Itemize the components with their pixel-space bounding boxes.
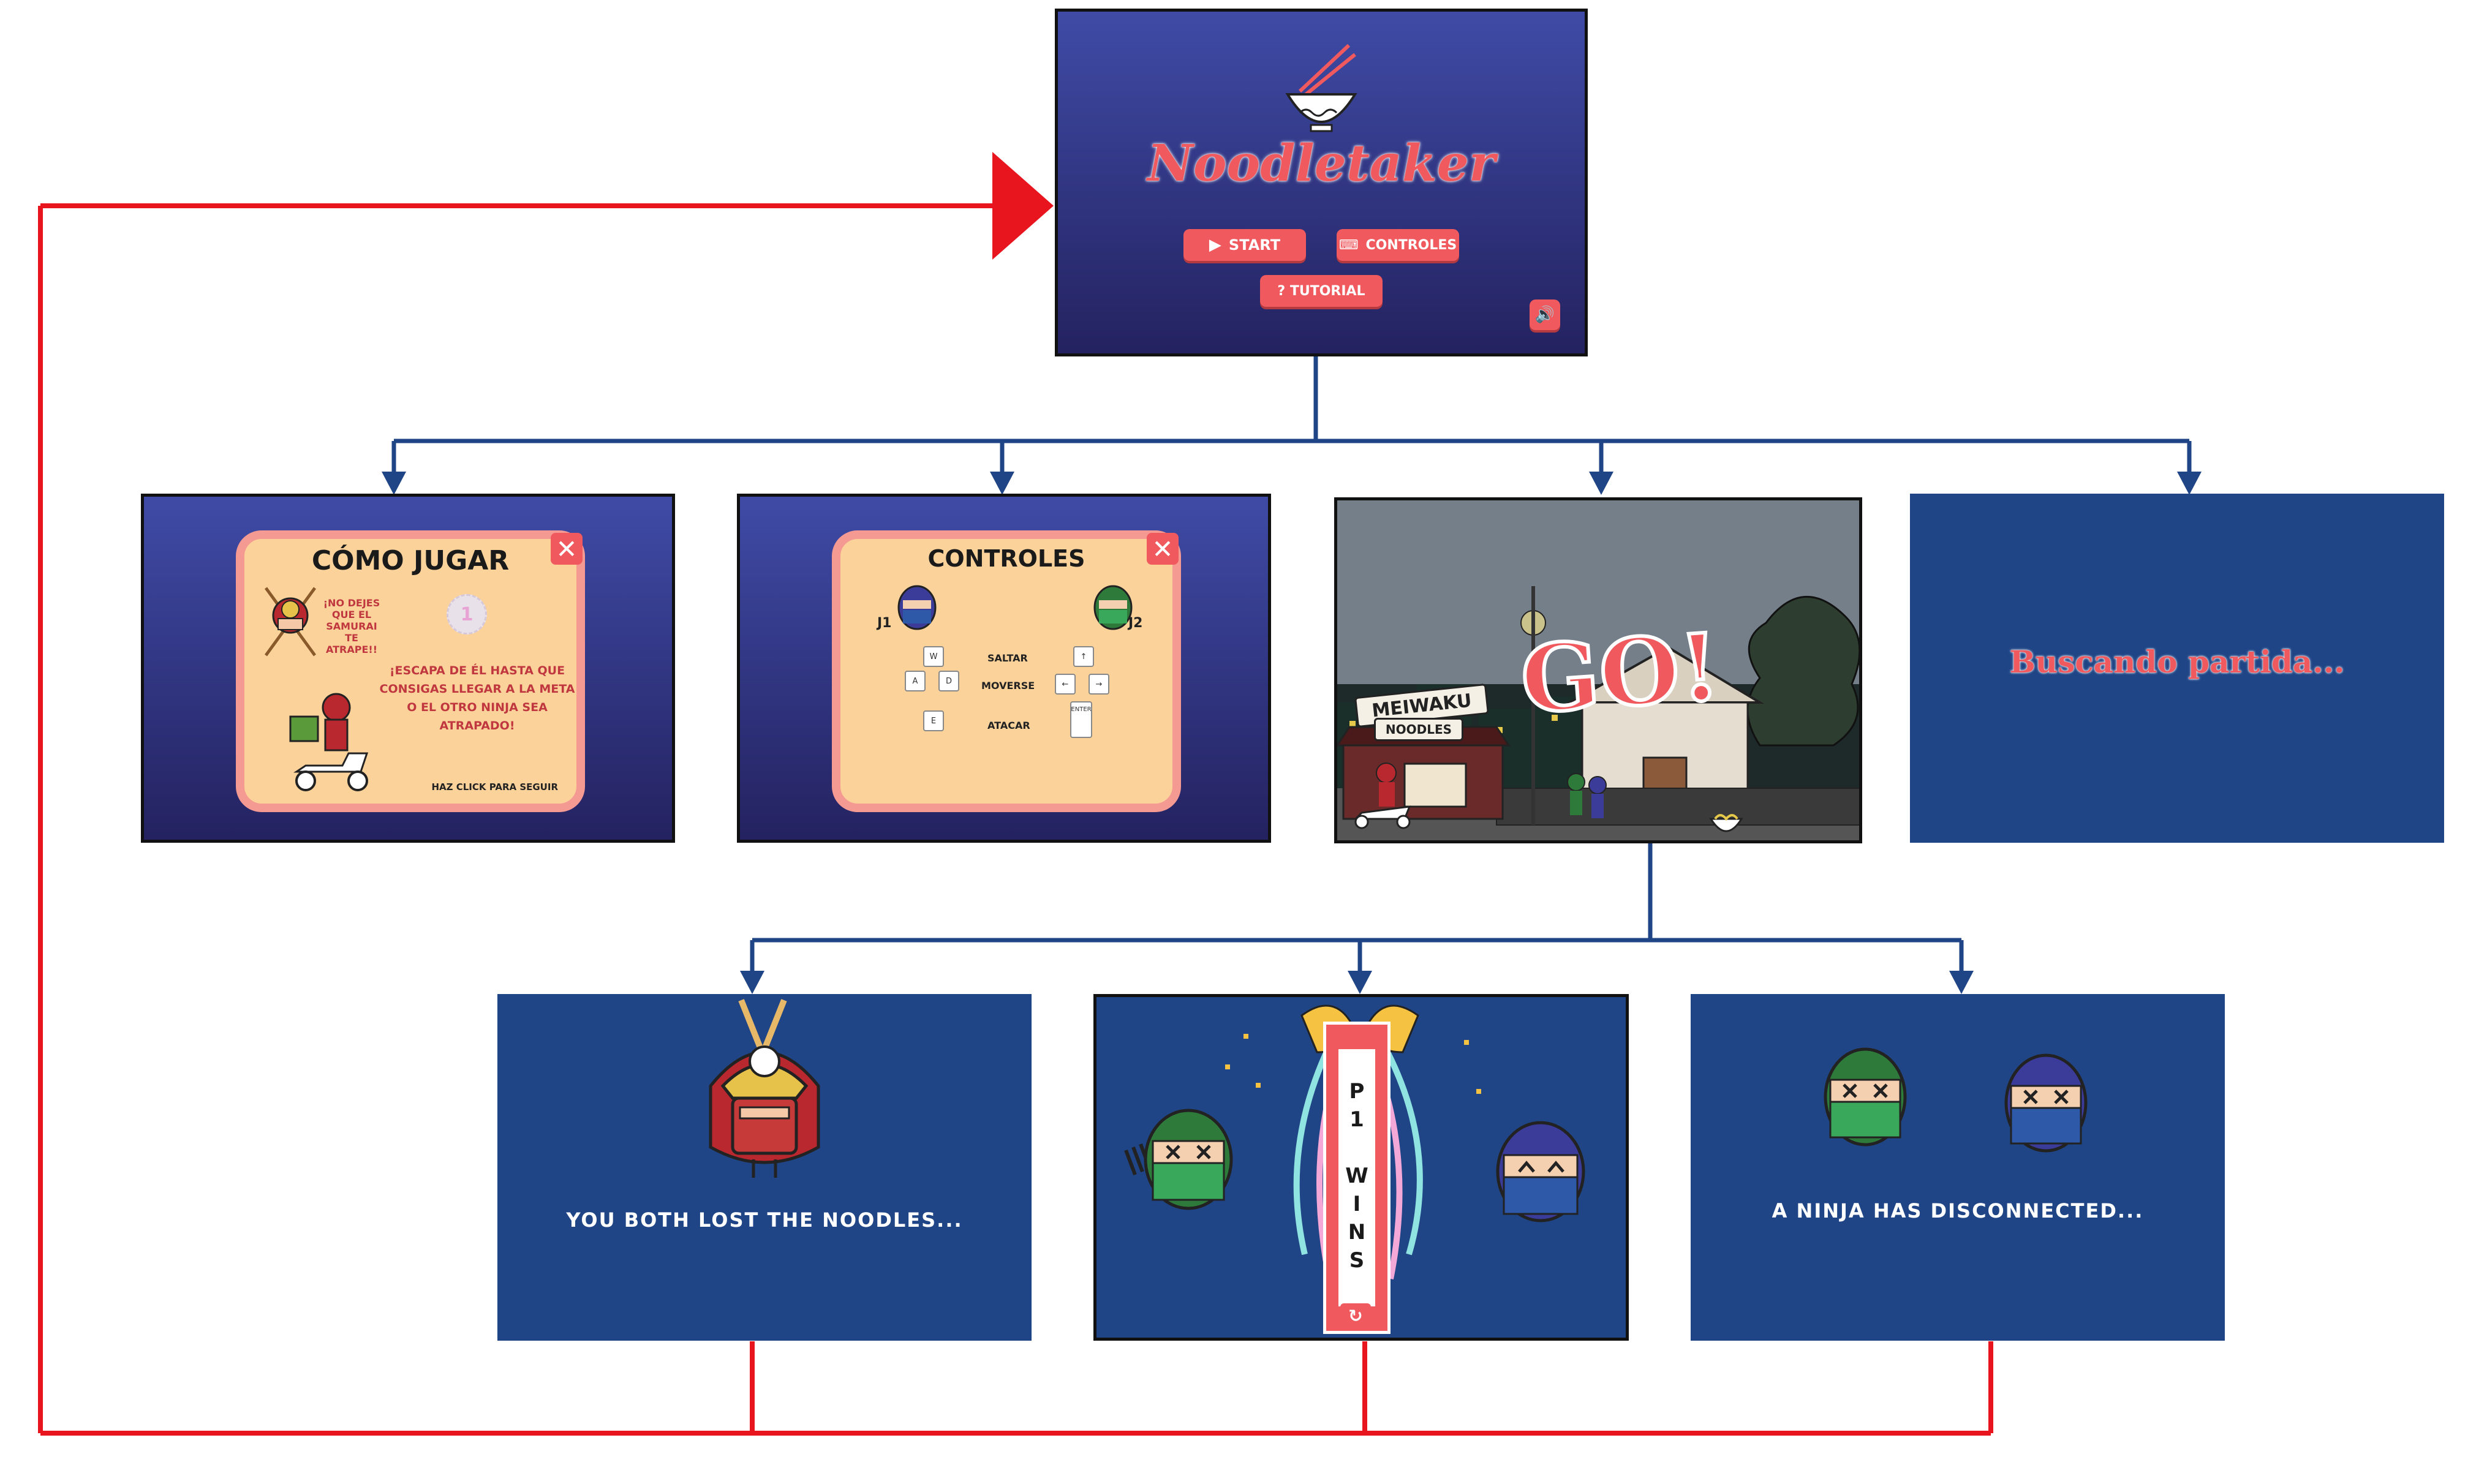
arrowhead-lost <box>740 971 764 994</box>
wins-text: P1 WINS <box>1345 1079 1369 1276</box>
key-e: E <box>923 710 944 731</box>
close-button[interactable]: ✕ <box>551 533 583 565</box>
arrowhead-controls <box>990 472 1014 495</box>
controls-screen: CONTROLES ✕ J1 J2 W A D E SALTAR MOVERSE… <box>737 494 1271 843</box>
page-badge: 1 <box>447 594 487 635</box>
arrowhead-howto <box>382 472 406 495</box>
samurai-icon <box>264 587 317 657</box>
key-right: → <box>1089 674 1109 695</box>
blue-ninja-icon <box>897 585 937 630</box>
move-label: MOVERSE <box>981 680 1035 691</box>
searching-screen: Buscando partida... <box>1910 494 2444 843</box>
key-a: A <box>905 671 926 691</box>
controls-panel: CONTROLES ✕ J1 J2 W A D E SALTAR MOVERSE… <box>832 530 1181 812</box>
samurai-scooter-icon <box>1353 763 1411 829</box>
blue-ninja-happy-icon <box>1496 1121 1585 1222</box>
key-left: ← <box>1055 674 1076 695</box>
jump-label: SALTAR <box>987 652 1028 664</box>
controls-label: CONTROLES <box>1365 237 1457 253</box>
lost-message: YOU BOTH LOST THE NOODLES... <box>566 1208 963 1232</box>
player-wins-screen: P1 WINS ↻ <box>1093 994 1629 1341</box>
speaker-icon: 🔊 <box>1534 306 1555 324</box>
tree <box>1746 596 1859 747</box>
player2-label: J2 <box>1128 616 1143 631</box>
tutorial-label: ? TUTORIAL <box>1277 283 1365 299</box>
game-title: Noodletaker <box>1147 134 1496 193</box>
shop-subsign: NOODLES <box>1374 718 1463 741</box>
disconnected-message: A NINJA HAS DISCONNECTED... <box>1772 1199 2144 1222</box>
searching-text: Buscando partida... <box>2009 644 2345 680</box>
arrowhead-game <box>1589 472 1613 495</box>
green-ninja-dead-icon <box>1124 1109 1233 1210</box>
close-button[interactable]: ✕ <box>1147 533 1179 565</box>
continue-hint[interactable]: HAZ CLICK PARA SEGUIR <box>431 782 558 793</box>
controls-button[interactable]: ⌨ CONTROLES <box>1337 229 1459 261</box>
start-label: START <box>1228 236 1281 254</box>
wins-banner-inner: P1 WINS <box>1338 1049 1375 1306</box>
gameplay-screen: MEIWAKU NOODLES GO! <box>1334 497 1862 843</box>
key-up: ↑ <box>1073 646 1094 667</box>
arrowhead-wins <box>1348 971 1372 994</box>
shop-subsign-text: NOODLES <box>1385 722 1452 737</box>
key-d: D <box>938 671 959 691</box>
main-menu-screen: Noodletaker ▶ START ⌨ CONTROLES ? TUTORI… <box>1055 9 1588 356</box>
arrowhead-disconnected <box>1949 971 1974 994</box>
arrowhead-search <box>2177 472 2202 495</box>
green-ninja-icon <box>1093 585 1133 630</box>
blue-ninja-dead-icon <box>2004 1053 2088 1153</box>
disconnected-screen: A NINJA HAS DISCONNECTED... <box>1691 994 2225 1341</box>
sound-toggle-button[interactable]: 🔊 <box>1530 299 1560 330</box>
instructions-text: ¡ESCAPA DE ÉL HASTA QUE CONSIGAS LLEGAR … <box>379 664 575 733</box>
key-enter: ENTER <box>1070 701 1092 738</box>
warning-text: ¡NO DEJES QUE EL SAMURAI TE ATRAPE!! <box>323 597 380 655</box>
restart-icon[interactable]: ↻ <box>1340 1303 1371 1328</box>
both-lost-screen: YOU BOTH LOST THE NOODLES... <box>497 994 1032 1341</box>
ninja-players <box>1567 773 1607 818</box>
attack-label: ATACAR <box>987 720 1030 731</box>
how-to-play-title: CÓMO JUGAR <box>311 545 510 576</box>
player1-label: J1 <box>877 616 892 631</box>
how-to-play-screen: CÓMO JUGAR ✕ ¡NO DEJES QUE EL SAMURAI TE… <box>141 494 675 843</box>
go-text: GO! <box>1515 611 1725 736</box>
scooter-samurai-icon <box>289 693 369 791</box>
play-icon: ▶ <box>1209 236 1221 254</box>
samurai-head-icon <box>709 999 820 1178</box>
start-button[interactable]: ▶ START <box>1183 229 1306 261</box>
noodle-bowl-icon <box>1285 43 1357 132</box>
tutorial-button[interactable]: ? TUTORIAL <box>1260 275 1383 307</box>
controls-title: CONTROLES <box>927 545 1085 572</box>
keyboard-icon: ⌨ <box>1338 237 1359 253</box>
return-arrowhead <box>992 152 1054 260</box>
green-ninja-dead-icon <box>1824 1047 1907 1147</box>
key-w: W <box>923 646 944 667</box>
page-number: 1 <box>460 603 474 625</box>
wins-banner: P1 WINS <box>1323 1022 1391 1334</box>
how-to-play-panel: CÓMO JUGAR ✕ ¡NO DEJES QUE EL SAMURAI TE… <box>236 530 585 812</box>
noodle-bowl-goal-icon <box>1709 814 1743 832</box>
shop-sign-text: MEIWAKU <box>1370 690 1473 721</box>
